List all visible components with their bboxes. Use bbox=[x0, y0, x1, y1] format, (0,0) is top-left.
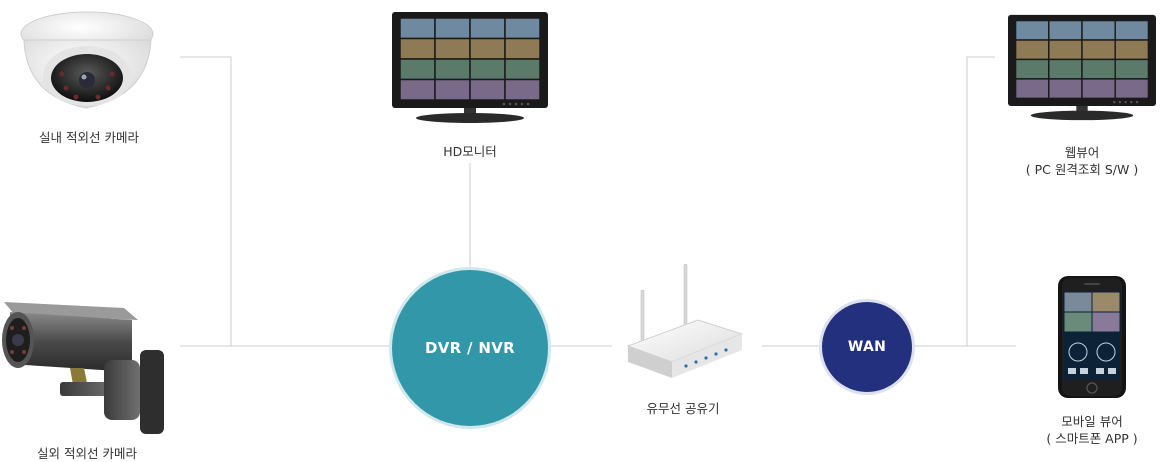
outdoor-camera-label: 실외 적외선 카메라 bbox=[37, 446, 137, 461]
monitor-icon bbox=[1008, 14, 1156, 121]
monitor-icon bbox=[392, 12, 548, 123]
wan-label: WAN bbox=[847, 339, 887, 355]
dome-camera-icon bbox=[20, 11, 154, 109]
line-indoor-camera bbox=[180, 56, 232, 346]
wan-node: WAN bbox=[822, 302, 912, 392]
indoor-camera-label: 실내 적외선 카메라 bbox=[39, 130, 139, 145]
mobile-viewer-node bbox=[1058, 276, 1126, 398]
outdoor-camera-node bbox=[0, 290, 170, 436]
indoor-camera-node bbox=[14, 4, 164, 116]
router-label: 유무선 공유기 bbox=[646, 401, 720, 416]
mobile-viewer-label: 모바일 뷰어 ( 스마트폰 APP ) bbox=[1046, 414, 1138, 446]
hd-monitor-label: HD모니터 bbox=[443, 144, 497, 159]
router-icon bbox=[626, 263, 744, 378]
web-viewer-label: 웹뷰어 ( PC 원격조회 S/W ) bbox=[1025, 145, 1139, 177]
dvr-nvr-label: DVR / NVR bbox=[425, 339, 515, 357]
hd-monitor-node bbox=[392, 12, 548, 124]
smartphone-icon bbox=[1058, 276, 1126, 398]
dvr-nvr-node: DVR / NVR bbox=[392, 270, 548, 426]
line-web-viewer bbox=[966, 56, 995, 346]
router-node bbox=[620, 262, 746, 386]
bullet-camera-icon bbox=[2, 302, 164, 434]
web-viewer-node bbox=[1008, 12, 1156, 124]
